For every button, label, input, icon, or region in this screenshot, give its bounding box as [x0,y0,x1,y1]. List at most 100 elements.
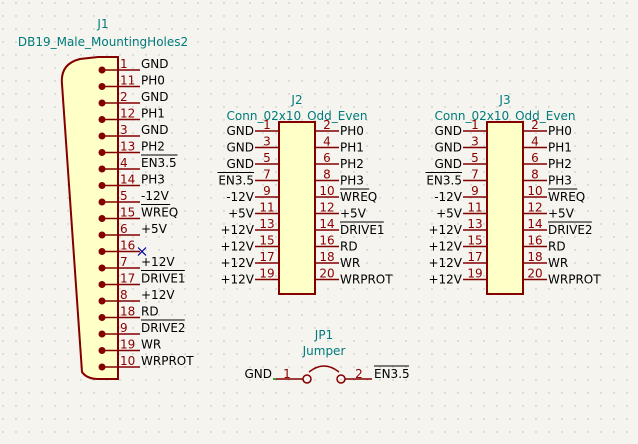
j1-pin-2[interactable]: 2 GND [98,90,169,107]
header-left-pin-number: 9 [263,184,271,198]
header-left-net: GND [226,124,254,138]
j1-pin-number: 6 [120,222,128,236]
header-right-pin-number: 10 [527,184,542,198]
j1-pin-7[interactable]: 7 +12V [98,255,176,272]
header-right-pin-number: 20 [319,267,334,281]
j1-reference: J1 [96,17,108,31]
jumper-jp1[interactable]: JP1 Jumper GND 1 2 EN3.5 [244,328,410,384]
jp1-reference: JP1 [314,328,333,342]
j1-pin-number: 17 [120,272,135,286]
j1-pin-contact [98,330,106,338]
jp1-left-contact [302,374,312,384]
header-left-net: -12V [226,190,255,204]
j1-pin-8[interactable]: 8+12V [98,288,176,305]
j1-pin-number: 16 [120,239,135,253]
header-right-pin-number: 12 [527,201,542,215]
header-right-pin-number: 16 [319,234,334,248]
header-left-pin-number: 7 [263,168,271,182]
j1-pin-number: 19 [120,338,135,352]
j1-pin-contact [98,149,106,156]
jp1-right-pin-number: 2 [355,367,363,381]
j1-pin-net: +12V [141,255,175,269]
j1-pin-contact [98,231,106,239]
j1-pin-net: GND [141,90,169,104]
j1-pin-net: +12V [141,288,175,302]
header-left-net: +12V [220,256,254,270]
header-left-net: EN3.5 [426,174,462,188]
j1-pin-contact [98,363,106,371]
j1-pin-number: 4 [120,156,128,170]
header-right-pin-number: 8 [531,168,539,182]
header-body [278,121,316,295]
header-left-net: +5V [228,207,255,221]
j1-pin-net: PH1 [141,107,165,121]
header-left-pin-number: 17 [467,250,482,264]
j1-pin-12[interactable]: 12 PH1 [98,107,165,124]
j1-pin-17[interactable]: 17 DRIVE1 [98,270,186,289]
header-right-net: PH3 [340,174,364,188]
j1-pin-16[interactable]: 16 [98,239,147,256]
header-right-net: +5V [548,207,575,221]
j1-pin-contact [98,198,106,206]
header-left-net: GND [226,157,254,171]
j1-pin-net: DRIVE1 [141,272,186,286]
jp1-value: Jumper [302,344,346,358]
header-right-net: PH1 [340,141,364,155]
header-left-net: +12V [428,240,462,254]
j1-pin-contact [98,83,106,90]
j1-pin-net: PH2 [141,140,165,154]
j1-pin-contact [98,248,106,255]
header-left-pin-number: 5 [263,151,271,165]
header-left-pin-number: 13 [467,217,482,231]
jp1-right-contact [336,374,346,384]
header-left-pin-number: 9 [471,184,479,198]
j1-pin-5[interactable]: 5-12V [98,189,170,206]
jp1-left-net: GND [244,367,272,381]
j1-pin-contact [98,165,106,173]
header-left-pin-number: 3 [263,135,271,149]
header-left-pin-number: 11 [259,201,274,215]
j1-pin-number: 7 [120,255,128,269]
header-left-net: +12V [220,273,254,287]
header-right-net: WR [340,256,360,270]
header-left-net: GND [434,124,462,138]
j1-pin-contact [98,297,106,305]
j1-pin-number: 2 [120,90,128,104]
header-right-pin-number: 16 [527,234,542,248]
j1-pin-number: 3 [120,123,128,137]
jp1-jumper-arc [308,365,340,373]
header-right-net: WREQ [548,190,585,204]
j1-pin-contact [98,264,106,272]
header-right-net: RD [548,240,566,254]
j1-value: DB19_Male_MountingHoles2 [18,35,188,49]
j1-pin-contact [98,281,106,288]
j1-pin-number: 12 [120,107,135,121]
header-right-net: WRPROT [340,273,393,287]
j1-pin-6[interactable]: 6+5V [98,222,168,239]
